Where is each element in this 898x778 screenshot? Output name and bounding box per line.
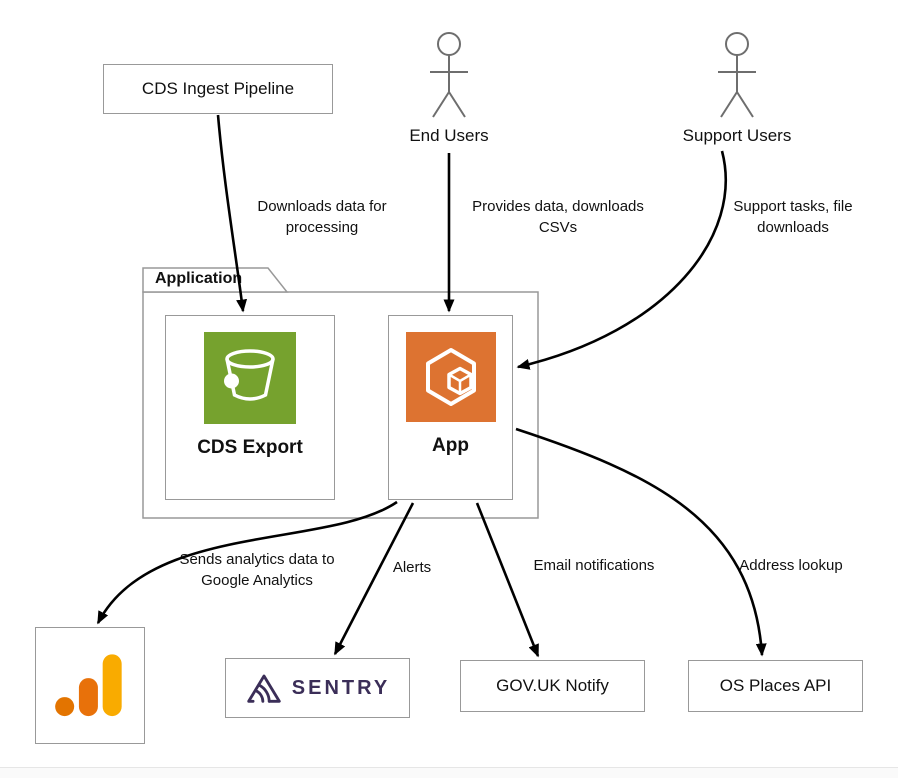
sentry-triangle xyxy=(247,674,281,703)
os-places-api-label: OS Places API xyxy=(719,676,832,695)
edge-label-alerts: Alerts xyxy=(392,559,432,576)
edge-label-address-lookup: Address lookup xyxy=(739,557,843,574)
node-os-places-api: OS Places API xyxy=(688,660,863,712)
edge-label-provides-data: Provides data, downloads CSVs xyxy=(472,198,644,236)
ecs-outer-hexagon xyxy=(425,348,476,406)
cds-ingest-pipeline-label: CDS Ingest Pipeline xyxy=(141,79,295,98)
sentry-inner-arc xyxy=(254,689,265,703)
aws-s3-bucket-icon xyxy=(204,332,296,424)
ga-mid-bar xyxy=(78,677,98,716)
node-google-analytics xyxy=(35,627,145,744)
app-label: App xyxy=(432,435,469,456)
aws-ecs-icon xyxy=(405,332,496,422)
end-users-label: End Users xyxy=(409,126,489,145)
cds-export-label: CDS Export xyxy=(197,437,303,458)
application-container-label: Application xyxy=(155,270,243,287)
govuk-notify-label: GOV.UK Notify xyxy=(496,676,609,695)
edge-label-email-notifications: Email notifications xyxy=(533,557,655,574)
edge-label-support-tasks: Support tasks, file downloads xyxy=(733,198,853,236)
s3-icon-background xyxy=(204,332,296,424)
node-cds-ingest-pipeline: CDS Ingest Pipeline xyxy=(103,64,333,114)
node-govuk-notify: GOV.UK Notify xyxy=(460,660,645,712)
node-sentry: SENTRY xyxy=(225,658,410,718)
window-bottom-edge xyxy=(0,767,898,778)
support-users-label: Support Users xyxy=(682,126,792,145)
s3-bucket-body xyxy=(225,358,275,401)
node-app: App xyxy=(388,315,513,500)
edge-label-sends-analytics: Sends analytics data to Google Analytics xyxy=(179,551,335,589)
ga-dot xyxy=(55,696,75,716)
ga-tall-bar xyxy=(102,653,122,716)
ecs-cube-lines xyxy=(447,373,472,394)
node-cds-export: CDS Export xyxy=(165,315,335,500)
google-analytics-logo-icon xyxy=(55,653,122,716)
edge-label-downloads-data: Downloads data for processing xyxy=(257,198,387,236)
sentry-outer-arc xyxy=(258,684,271,703)
sentry-label: SENTRY xyxy=(291,676,391,699)
s3-bucket-object xyxy=(224,373,239,389)
sentry-logo-icon xyxy=(247,674,281,703)
